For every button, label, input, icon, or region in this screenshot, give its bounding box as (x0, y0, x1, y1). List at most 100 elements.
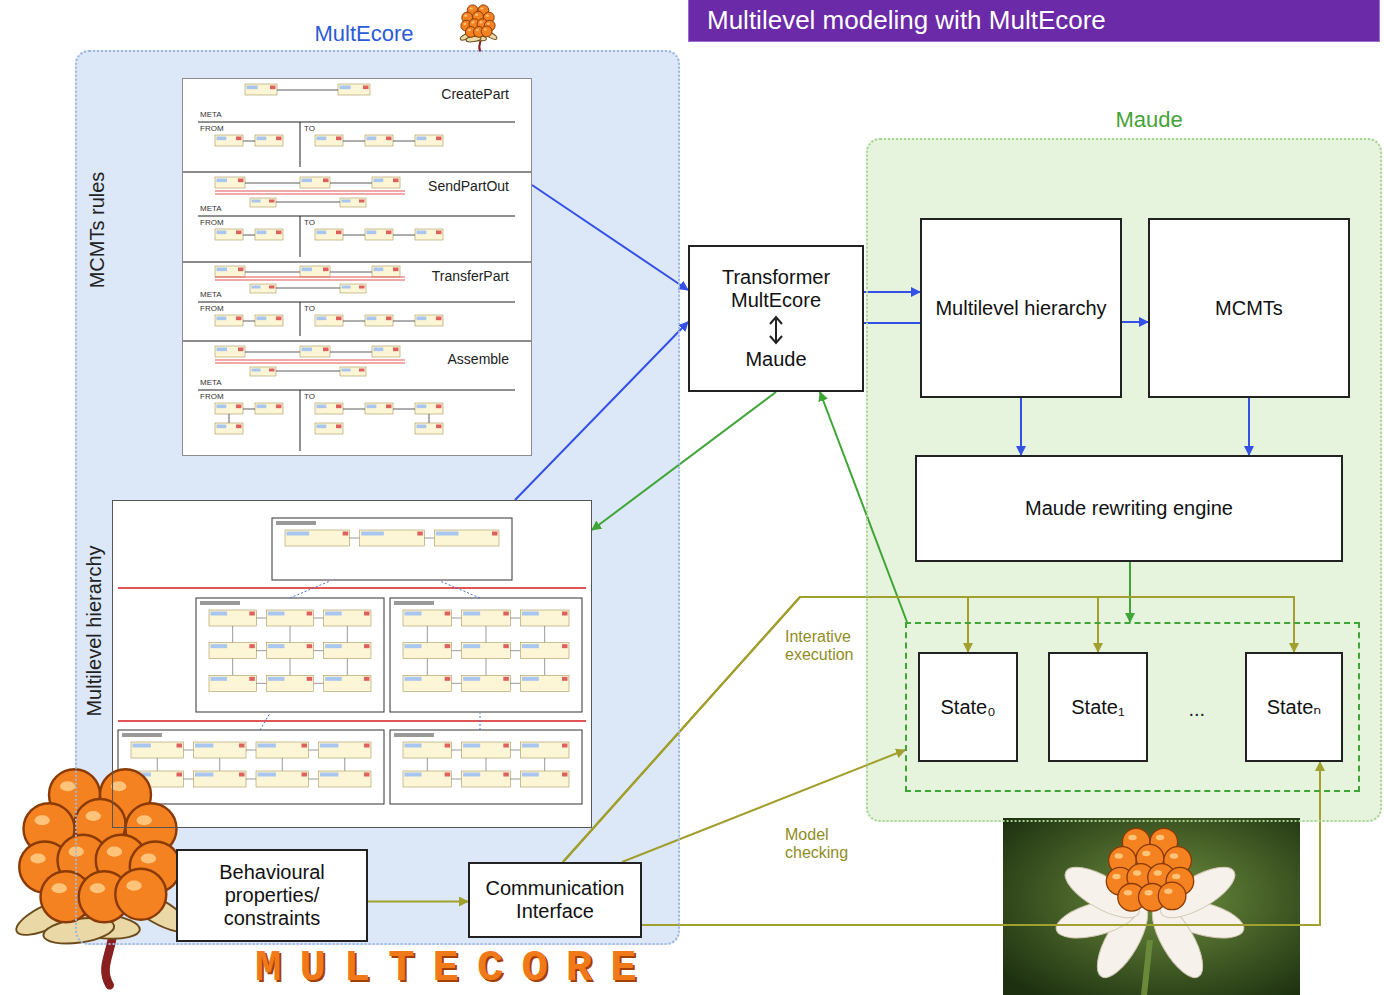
figure-line (510, 779, 520, 780)
element-potency-tag (343, 532, 349, 536)
element-box (319, 771, 372, 787)
element-type-tag (342, 286, 351, 289)
element-box (215, 229, 243, 240)
hierarchy-panel: Multilevel hierarchy (112, 500, 592, 828)
berry-highlight (470, 7, 473, 9)
engine-box: Maude rewriting engine (915, 455, 1343, 562)
cloudberry-logo (12, 769, 195, 985)
box-label: Behavioural properties/ constraints (188, 861, 356, 930)
connector (592, 392, 776, 530)
figure-line (544, 659, 545, 676)
rules-figure (198, 84, 515, 451)
element-type-tag (463, 773, 480, 777)
rule-section-label: TO (304, 392, 315, 402)
connector (1248, 398, 1250, 455)
figure-line (184, 779, 194, 780)
element-potency-tag (503, 677, 509, 681)
figure-line (452, 750, 462, 751)
connector (368, 901, 468, 903)
element-potency-tag (364, 644, 370, 648)
berry-drupelet (481, 26, 492, 37)
rule-section-label: FROM (200, 392, 224, 402)
rule-divider (300, 390, 301, 451)
element-type-tag (367, 137, 377, 141)
figure-line (243, 409, 255, 410)
rule-figure (198, 346, 515, 451)
element-box (415, 135, 443, 146)
figure-line (393, 141, 415, 142)
figure-line (486, 758, 487, 771)
element-box (250, 367, 276, 376)
element-box (403, 771, 452, 787)
element-type-tag (252, 200, 261, 203)
element-box (462, 610, 511, 626)
berry-highlight (107, 847, 122, 857)
connector (864, 291, 920, 293)
element-box (340, 198, 366, 207)
element-potency-tag (393, 268, 399, 272)
element-box (315, 403, 343, 414)
element-potency-tag (562, 644, 568, 648)
element-type-tag (287, 532, 310, 536)
element-potency-tag (386, 231, 392, 235)
element-potency-tag (359, 369, 365, 372)
figure-line (157, 758, 158, 771)
element-potency-tag (359, 286, 365, 289)
berry-highlight (1128, 835, 1136, 841)
model-frame-tab (394, 601, 434, 605)
rule-section-label: FROM (200, 218, 224, 228)
element-box (360, 530, 425, 546)
berry-highlight (52, 883, 67, 893)
figure-line (232, 659, 233, 676)
berry-highlight (30, 853, 45, 863)
element-type-tag (417, 137, 427, 141)
cloudberry-icon (459, 5, 498, 51)
figure-line (314, 618, 324, 619)
element-potency-tag (562, 677, 568, 681)
element-type-tag (417, 425, 427, 429)
element-potency-tag (445, 773, 451, 777)
figure-line (350, 538, 360, 539)
element-potency-tag (276, 405, 282, 409)
element-potency-tag (336, 425, 342, 429)
rule-name: TransferPart (432, 268, 509, 285)
element-box (365, 229, 393, 240)
region-ground (866, 138, 1382, 822)
model-frame (196, 598, 384, 712)
forbidden-mark (215, 193, 405, 194)
figure-line (246, 779, 256, 780)
edge-label: Interative execution (785, 628, 853, 664)
rule-section-label: TO (304, 124, 315, 134)
element-box (215, 403, 243, 414)
figure-line (427, 626, 428, 643)
connector (622, 750, 905, 862)
element-type-tag (302, 179, 313, 183)
figure-line (243, 321, 255, 322)
element-type-tag (417, 405, 427, 409)
figure-line (184, 750, 194, 751)
element-type-tag (374, 179, 384, 183)
figure-line (309, 750, 319, 751)
maude-box: Multilevel hierarchy (920, 218, 1122, 398)
element-potency-tag (239, 744, 245, 748)
element-type-tag (522, 612, 539, 616)
state-label: State₁ (1071, 696, 1124, 719)
rule-box: CreatePart (182, 78, 532, 172)
element-type-tag (317, 231, 327, 235)
rule-figure (198, 84, 515, 167)
panel-title: MCMTs rules (85, 172, 109, 289)
element-box (250, 198, 276, 207)
berry-highlight (86, 811, 101, 821)
element-box (324, 643, 371, 659)
element-potency-tag (386, 137, 392, 141)
element-box (266, 643, 313, 659)
figure-line (427, 758, 428, 771)
element-potency-tag (417, 532, 423, 536)
figure-line (510, 618, 520, 619)
element-box (365, 403, 393, 414)
berry-highlight (126, 881, 141, 891)
element-potency-tag (323, 179, 329, 183)
figure-line (343, 141, 365, 142)
forbidden-mark (215, 190, 405, 191)
element-type-tag (195, 744, 213, 748)
